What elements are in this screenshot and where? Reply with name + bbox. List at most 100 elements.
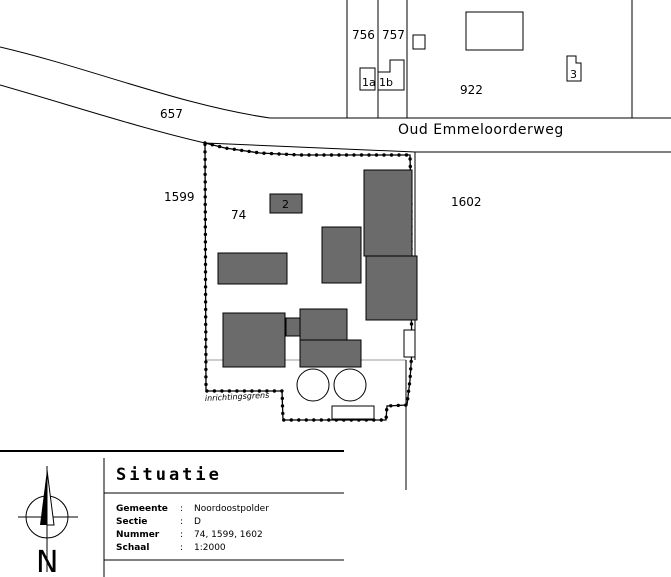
boundary-dot	[203, 262, 208, 267]
parcel-label-3: 3	[570, 68, 577, 81]
boundary-dot	[204, 367, 208, 372]
boundary-dot	[280, 404, 285, 408]
boundary-dot	[282, 418, 286, 422]
boundary-dot	[247, 149, 251, 154]
boundary-dot	[203, 217, 207, 222]
legend-label-nummer: Nummer	[116, 530, 160, 540]
boundary-dot	[204, 322, 208, 327]
boundary-dot	[396, 403, 400, 408]
boundary-dot	[203, 195, 207, 199]
boundary-dot	[408, 157, 412, 161]
road-edge-north	[0, 46, 671, 119]
boundary-dot	[409, 322, 414, 326]
boundary-dot	[242, 389, 247, 393]
building	[299, 339, 362, 368]
road-name: Oud Emmeloorderweg	[398, 122, 564, 138]
building	[222, 312, 286, 368]
boundary-dot	[297, 418, 301, 422]
building	[217, 252, 288, 285]
boundary-dot	[272, 389, 277, 393]
boundary-dot	[250, 389, 254, 393]
legend-label-gemeente: Gemeente	[116, 504, 168, 514]
boundary-dot	[212, 389, 217, 393]
boundary-label: inrichtingsgrens	[205, 391, 270, 403]
boundary-dot	[203, 270, 208, 274]
boundary-dot	[406, 397, 410, 401]
boundary-dot	[314, 153, 319, 157]
boundary-dot	[220, 389, 224, 393]
boundary-dot	[322, 153, 326, 157]
building	[365, 255, 418, 321]
building	[321, 226, 362, 284]
boundary-dot	[203, 255, 208, 259]
building	[363, 169, 413, 257]
legend-sep: :	[180, 504, 183, 514]
boundary-dot	[385, 408, 389, 412]
boundary-dot	[389, 404, 393, 408]
legend-value-sectie: D	[194, 517, 201, 527]
boundary-dot	[281, 411, 285, 416]
boundary-dot	[203, 292, 208, 297]
boundary-dot	[204, 307, 208, 312]
boundary-dot	[280, 396, 284, 401]
boundary-dot	[203, 180, 207, 184]
boundary-dot	[337, 153, 341, 157]
boundary-dot	[235, 389, 239, 393]
boundary-dot	[203, 172, 207, 177]
parcel-label-1b: 1b	[379, 76, 393, 89]
boundary-dot	[408, 164, 412, 169]
boundary-dot	[304, 418, 308, 422]
boundary-dot	[204, 375, 208, 379]
boundary-dot	[203, 240, 208, 244]
parcel-label-757: 757	[382, 28, 405, 42]
boundary-dot	[307, 153, 311, 157]
boundary-dot	[204, 330, 208, 334]
boundary-dot	[254, 150, 259, 155]
small-structure	[403, 329, 416, 358]
boundary-dot	[203, 225, 207, 229]
legend-block: Situatie Gemeente : Noordoostpolder Sect…	[0, 450, 344, 577]
boundary-dot	[284, 152, 289, 156]
parcel-label-657: 657	[160, 107, 183, 121]
legend-label-sectie: Sectie	[116, 517, 147, 527]
boundary-dot	[217, 144, 222, 149]
legend-value-gemeente: Noordoostpolder	[194, 504, 269, 514]
parcel-label-74: 74	[231, 208, 246, 222]
boundary-dot	[319, 418, 323, 422]
boundary-dot	[204, 360, 208, 364]
boundary-dot	[262, 151, 266, 155]
road-edge-south	[0, 84, 671, 153]
boundary-dot	[277, 152, 281, 156]
legend-sep: :	[180, 517, 183, 527]
boundary-dot	[203, 210, 207, 214]
storage-tank	[333, 368, 367, 402]
boundary-dot	[204, 337, 208, 342]
buildings	[217, 169, 418, 368]
boundary-dot	[409, 359, 413, 364]
boundary-dot	[203, 187, 207, 192]
boundary-dot	[203, 150, 207, 154]
north-parcels	[346, 0, 633, 118]
boundary-dot	[203, 247, 208, 252]
boundary-dot	[384, 415, 388, 419]
boundary-dot	[379, 418, 383, 422]
north-letter: N	[36, 545, 58, 577]
boundary-dot	[203, 165, 207, 169]
building	[299, 308, 348, 341]
boundary-dot	[203, 202, 207, 207]
boundary-dot	[240, 148, 244, 153]
legend-value-schaal: 1:2000	[194, 543, 226, 553]
boundary-dot	[225, 146, 229, 150]
boundary-dots	[203, 141, 414, 422]
boundary-dot	[312, 418, 316, 422]
boundary-dot	[389, 153, 394, 157]
building-label-2: 2	[282, 198, 289, 211]
legend-sep: :	[180, 530, 183, 540]
boundary-dot	[204, 352, 208, 357]
boundary-dot	[203, 285, 208, 289]
boundary-dot	[367, 153, 371, 157]
parcel-label-1a: 1a	[362, 76, 376, 89]
boundary-dot	[352, 153, 356, 157]
boundary-dot	[210, 143, 214, 147]
